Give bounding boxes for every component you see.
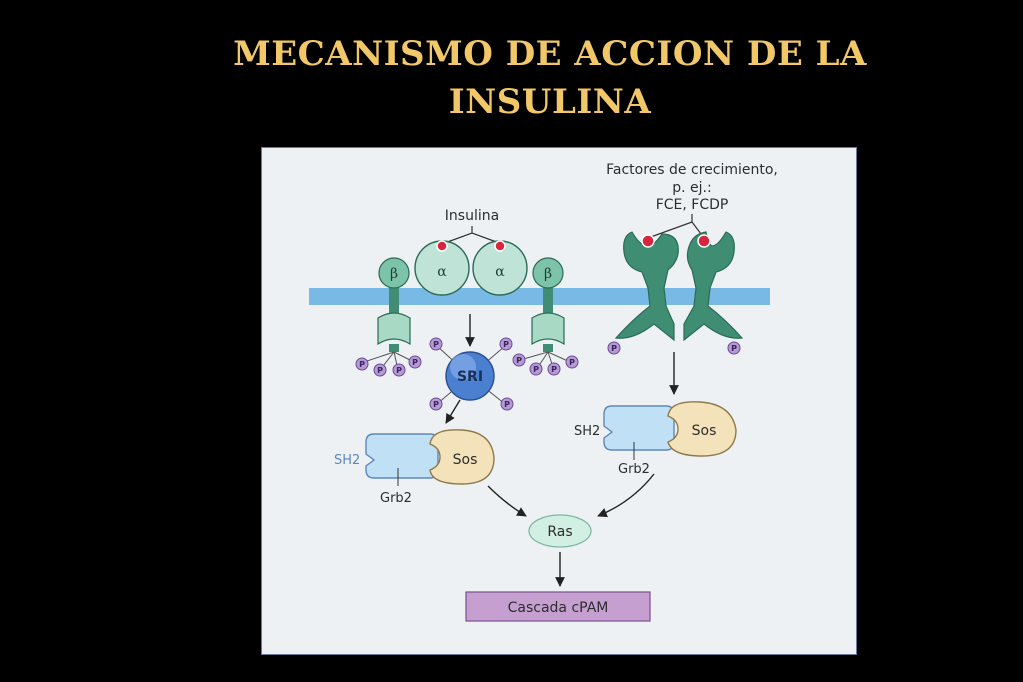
phosphate-group: P bbox=[607, 341, 621, 355]
growth-factor-molecule-left bbox=[641, 234, 655, 248]
alpha-label-right: α bbox=[495, 264, 505, 280]
ras-protein bbox=[528, 514, 592, 548]
phosphate-group: P bbox=[392, 363, 406, 377]
svg-text:P: P bbox=[611, 344, 617, 353]
svg-text:P: P bbox=[412, 358, 418, 367]
beta-label-right: β bbox=[544, 266, 552, 282]
svg-text:P: P bbox=[377, 366, 383, 375]
svg-text:P: P bbox=[359, 360, 365, 369]
svg-text:P: P bbox=[433, 340, 439, 349]
beta-subunit-right bbox=[531, 257, 565, 352]
phosphate-group: P bbox=[529, 362, 543, 376]
insulin-molecule-left bbox=[436, 240, 448, 252]
growth-factor-receptor bbox=[614, 231, 744, 342]
phosphates-right-receptor bbox=[519, 351, 571, 371]
svg-text:P: P bbox=[504, 400, 510, 409]
phosphate-group: P bbox=[565, 355, 579, 369]
phosphate-group: P bbox=[512, 353, 526, 367]
phosphate-group: P bbox=[500, 397, 514, 411]
svg-text:P: P bbox=[551, 365, 557, 374]
sos-label-left: Sos bbox=[453, 452, 478, 468]
svg-text:P: P bbox=[516, 356, 522, 365]
alpha-label-left: α bbox=[437, 264, 447, 280]
grb2-sh2-right bbox=[603, 405, 675, 451]
arrow-left-to-ras bbox=[487, 485, 527, 517]
beta-label-left: β bbox=[390, 266, 398, 282]
phosphate-group: P bbox=[408, 355, 422, 369]
slide-title: MECANISMO DE ACCION DE LA INSULINA bbox=[150, 30, 950, 126]
phosphates-left-receptor bbox=[363, 351, 415, 371]
svg-text:P: P bbox=[433, 400, 439, 409]
svg-text:P: P bbox=[569, 358, 575, 367]
insulin-mechanism-diagram: Insulina β β α α P P P P P P P P SRI P bbox=[261, 147, 857, 655]
phosphate-group: P bbox=[355, 357, 369, 371]
insulin-label: Insulina bbox=[445, 208, 499, 224]
svg-text:P: P bbox=[396, 366, 402, 375]
grb2-label-right: Grb2 bbox=[618, 462, 650, 477]
arrow-right-to-ras bbox=[597, 473, 655, 518]
svg-text:P: P bbox=[503, 340, 509, 349]
insulin-molecule-right bbox=[494, 240, 506, 252]
sh2-label-left: SH2 bbox=[334, 453, 360, 468]
phosphate-group: P bbox=[429, 337, 443, 351]
phosphate-group: P bbox=[499, 337, 513, 351]
growth-factors-bracket bbox=[647, 214, 705, 239]
ras-label: Ras bbox=[547, 524, 572, 540]
grb2-sh2-left bbox=[365, 433, 439, 479]
growth-factor-molecule-right bbox=[697, 234, 711, 248]
beta-subunit-left bbox=[377, 257, 411, 352]
cascade-label: Cascada cPAM bbox=[508, 600, 609, 616]
phosphate-group: P bbox=[429, 397, 443, 411]
sri-label: SRI bbox=[457, 369, 483, 385]
phosphate-group: P bbox=[373, 363, 387, 377]
insulin-bracket bbox=[441, 226, 503, 245]
growth-factors-line-1: Factores de crecimiento, bbox=[606, 162, 778, 178]
arrow-sri-to-grb2 bbox=[445, 399, 461, 424]
sh2-label-right: SH2 bbox=[574, 424, 600, 439]
growth-factors-line-2: p. ej.: bbox=[672, 180, 711, 196]
cascade-box bbox=[465, 591, 651, 622]
sos-label-right: Sos bbox=[692, 423, 717, 439]
title-line-1: MECANISMO DE ACCION DE LA bbox=[233, 34, 867, 74]
phosphate-group: P bbox=[547, 362, 561, 376]
phosphate-group: P bbox=[727, 341, 741, 355]
sri-highlight bbox=[450, 354, 476, 380]
sos-left bbox=[429, 429, 495, 485]
sos-right bbox=[667, 401, 737, 457]
grb2-label-left: Grb2 bbox=[380, 491, 412, 506]
svg-text:P: P bbox=[533, 365, 539, 374]
growth-factors-line-3: FCE, FCDP bbox=[656, 197, 729, 213]
svg-text:P: P bbox=[731, 344, 737, 353]
title-line-2: INSULINA bbox=[448, 82, 652, 122]
